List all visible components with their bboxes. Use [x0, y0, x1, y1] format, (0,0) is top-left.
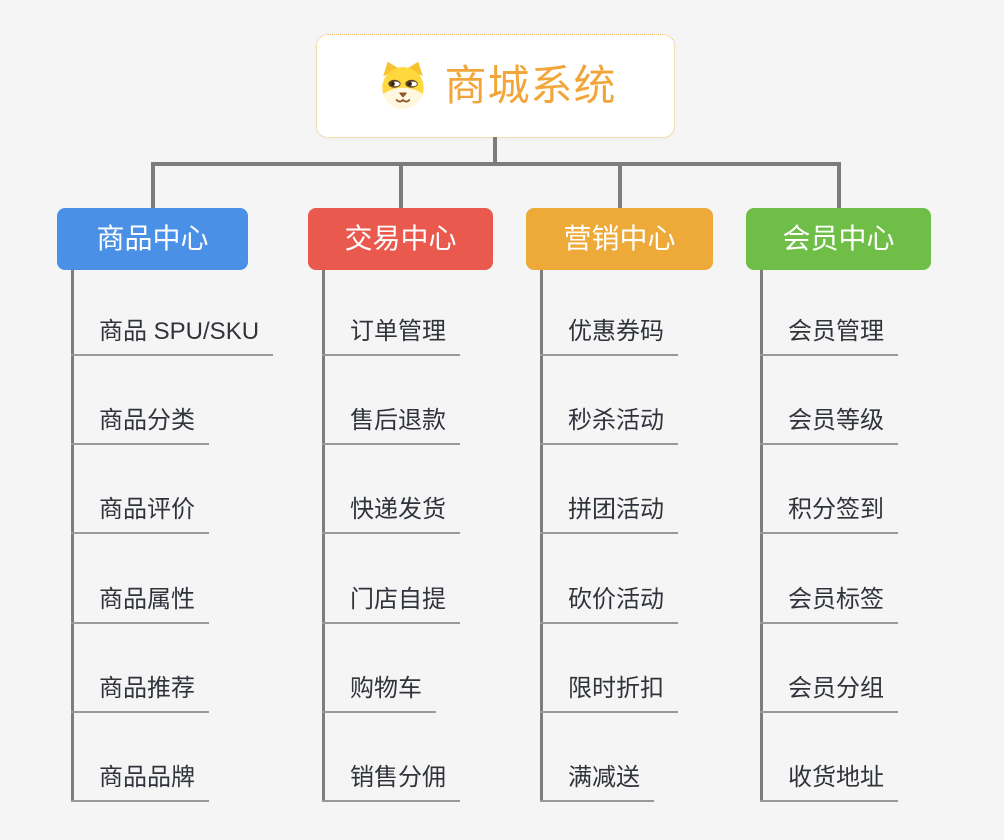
branch-label: 营销中心 [563, 223, 676, 254]
leaf-node[interactable]: 会员管理 [760, 317, 898, 356]
branch-label: 交易中心 [344, 223, 457, 254]
leaf-node[interactable]: 售后退款 [322, 406, 460, 445]
dog-face-icon [374, 59, 432, 113]
leaf-node[interactable]: 收货地址 [760, 763, 898, 802]
leaf-node[interactable]: 优惠券码 [540, 317, 678, 356]
leaf-node[interactable]: 门店自提 [322, 585, 460, 624]
leaf-node[interactable]: 会员标签 [760, 585, 898, 624]
root-connector [493, 137, 497, 166]
branch-node-1[interactable]: 交易中心 [308, 208, 493, 270]
leaf-node[interactable]: 商品评价 [71, 495, 209, 534]
column-spine-connector-2 [540, 270, 543, 802]
column-spine-connector-0 [71, 270, 74, 802]
branch-node-0[interactable]: 商品中心 [57, 208, 248, 270]
branch-drop-connector-2 [617, 162, 622, 208]
leaf-node[interactable]: 商品推荐 [71, 674, 209, 713]
leaf-node[interactable]: 拼团活动 [540, 495, 678, 534]
branch-node-2[interactable]: 营销中心 [526, 208, 713, 270]
branch-node-3[interactable]: 会员中心 [746, 208, 931, 270]
branch-drop-connector-0 [150, 162, 155, 208]
column-spine-connector-3 [760, 270, 763, 802]
root-node[interactable]: 商城系统 [316, 34, 675, 138]
leaf-node[interactable]: 订单管理 [322, 317, 460, 356]
leaf-node[interactable]: 商品 SPU/SKU [71, 317, 274, 356]
leaf-node[interactable]: 会员等级 [760, 406, 898, 445]
leaf-node[interactable]: 销售分佣 [322, 763, 460, 802]
leaf-node[interactable]: 限时折扣 [540, 674, 678, 713]
branch-drop-connector-1 [398, 162, 403, 208]
leaf-node[interactable]: 快递发货 [322, 495, 460, 534]
leaf-node[interactable]: 砍价活动 [540, 585, 678, 624]
leaf-node[interactable]: 购物车 [322, 674, 436, 713]
leaf-node[interactable]: 商品属性 [71, 585, 209, 624]
branch-drop-connector-3 [836, 162, 841, 208]
leaf-node[interactable]: 商品品牌 [71, 763, 209, 802]
leaf-node[interactable]: 商品分类 [71, 406, 209, 445]
leaf-node[interactable]: 会员分组 [760, 674, 898, 713]
leaf-node[interactable]: 满减送 [540, 763, 654, 802]
column-spine-connector-1 [322, 270, 325, 802]
trunk-connector [150, 162, 841, 166]
leaf-node[interactable]: 积分签到 [760, 495, 898, 534]
branch-label: 会员中心 [782, 223, 895, 254]
branch-label: 商品中心 [96, 223, 209, 254]
root-title: 商城系统 [444, 62, 617, 109]
leaf-node[interactable]: 秒杀活动 [540, 406, 678, 445]
